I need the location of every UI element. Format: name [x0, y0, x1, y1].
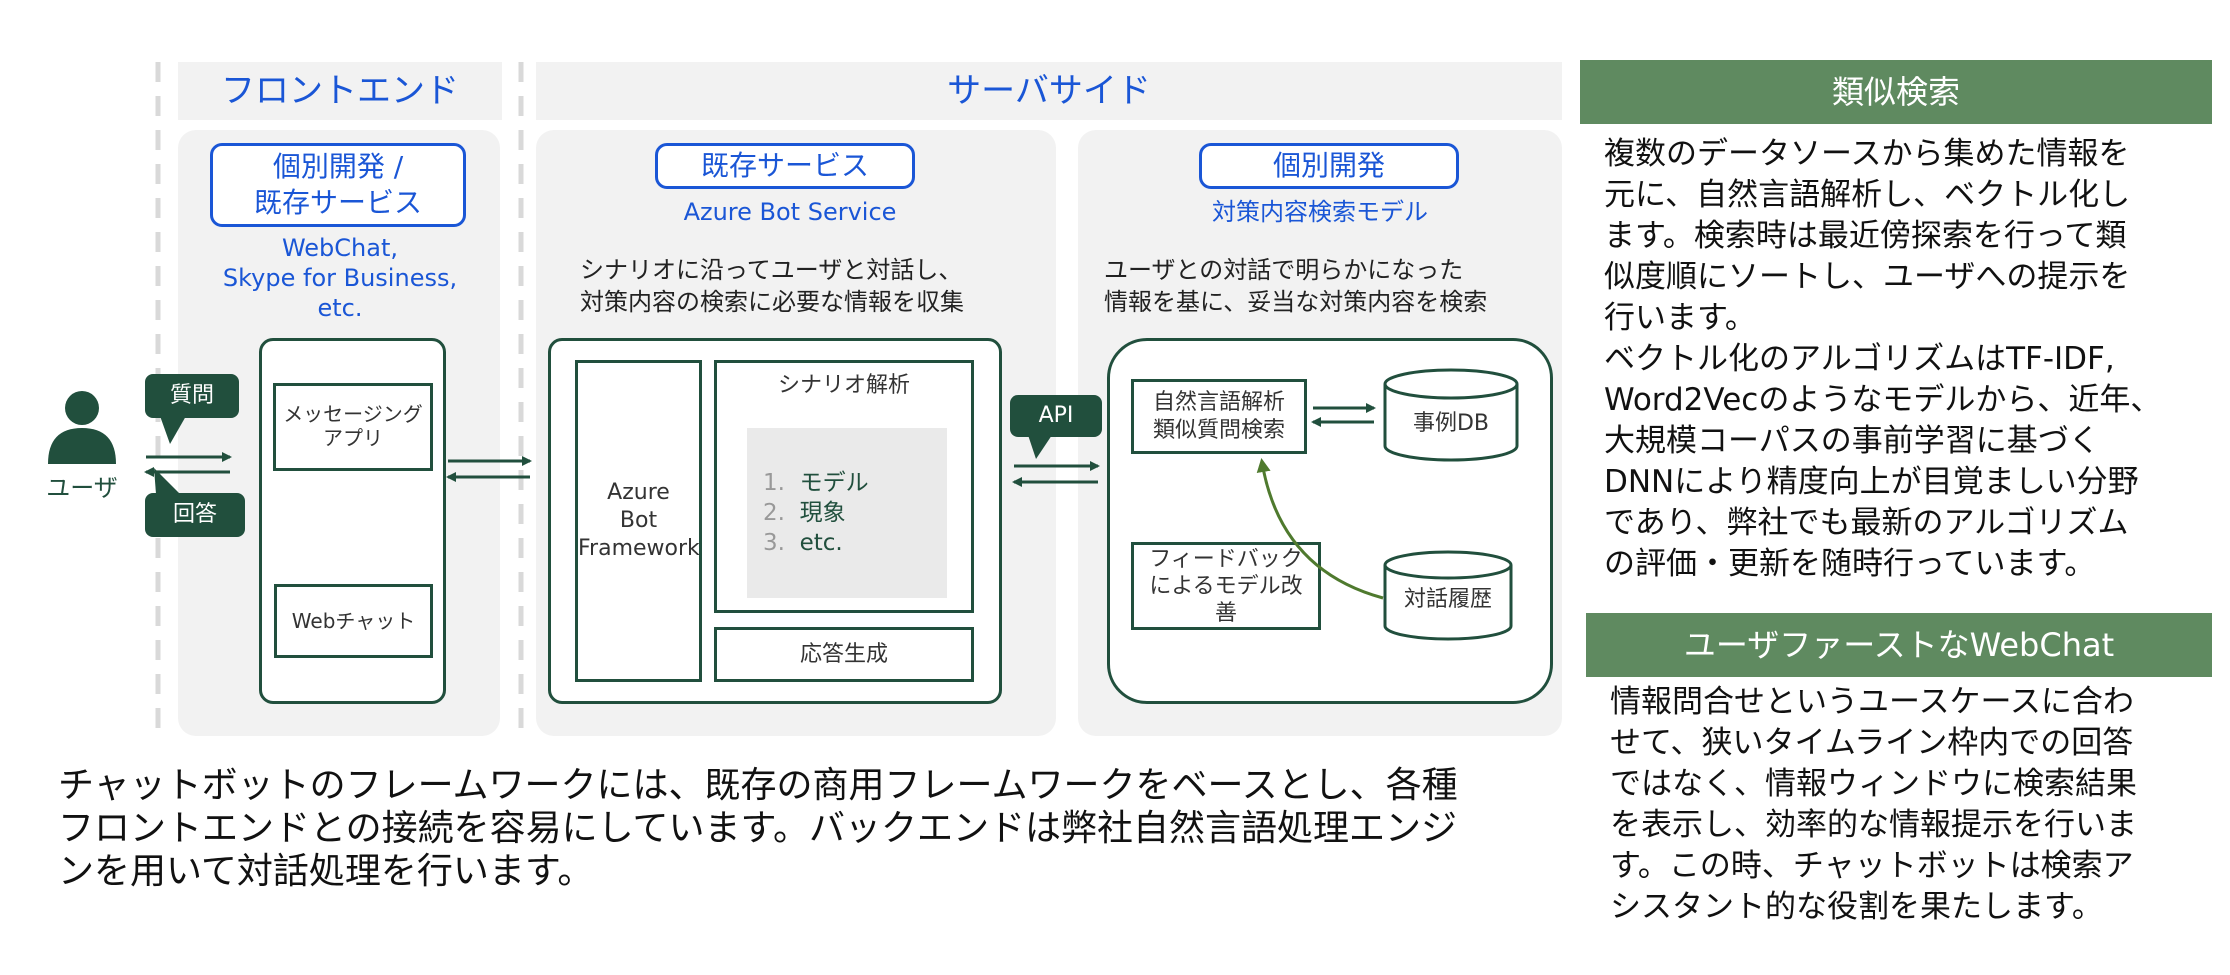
frontend-type-box: 個別開発 / 既存サービス: [210, 143, 466, 227]
bot-desc-line1: シナリオに沿ってユーザと対話し、: [580, 256, 963, 284]
response-label: 応答生成: [799, 642, 888, 667]
similar-line: 複数のデータソースから集めた情報を: [1604, 136, 2130, 172]
feedback-line2: によるモデル改: [1149, 574, 1303, 599]
similar-line: 元に、自然言語解析し、ベクトル化し: [1604, 177, 2131, 213]
similar-line: 大規模コーパスの事前学習に基づく: [1604, 423, 2100, 459]
search-desc-line2: 情報を基に、妥当な対策内容を検索: [1104, 288, 1488, 316]
webchat-label: Webチャット: [291, 609, 416, 633]
api-bubble: API: [1010, 395, 1102, 437]
bot-description: シナリオに沿ってユーザと対話し、 対策内容の検索に必要な情報を収集: [580, 254, 1040, 318]
scenario-list: 1. モデル 2. 現象 3. etc.: [747, 428, 947, 598]
similar-line: 似度順にソートし、ユーザへの提示を: [1604, 259, 2131, 295]
similar-line: であり、弊社でも最新のアルゴリズム: [1604, 505, 2129, 541]
similar-line: 行います。: [1604, 300, 1756, 336]
search-desc-line1: ユーザとの対話で明らかになった: [1104, 256, 1464, 284]
frontend-header: フロントエンド: [178, 62, 502, 120]
webchat-line: 情報問合せというユースケースに合わ: [1610, 684, 2134, 720]
bottom-description: チャットボットのフレームワークには、既存の商用フレームワークをベースとし、各種 …: [58, 764, 1578, 893]
similar-search-header: 類似検索: [1580, 60, 2212, 124]
product-etc: etc.: [317, 294, 363, 322]
similar-line: ベクトル化のアルゴリズムはTF-IDF,: [1604, 341, 2115, 377]
webchat-line: す。この時、チャットボットは検索ア: [1610, 848, 2134, 884]
scenario-item-3: 3. etc.: [763, 530, 843, 556]
webchat-line: を表示し、効率的な情報提示を行いま: [1610, 807, 2137, 843]
webchat-line: シスタント的な役割を果たします。: [1610, 889, 2103, 925]
webchat-line: せて、狭いタイムライン枠内での回答: [1610, 725, 2134, 761]
similar-line: Word2Vecのようなモデルから、近年、: [1604, 382, 2162, 418]
custom-dev-box: 個別開発: [1199, 143, 1459, 189]
question-bubble-tail: [160, 416, 186, 444]
bottom-line2: フロントエンドとの接続を容易にしています。バックエンドは弊社自然言語処理エンジ: [58, 808, 1457, 849]
search-description: ユーザとの対話で明らかになった 情報を基に、妥当な対策内容を検索: [1104, 254, 1564, 318]
feedback-box: フィードバック によるモデル改 善: [1131, 542, 1321, 630]
dialogue-history-cylinder-icon: [1383, 550, 1513, 641]
nlp-line1: 自然言語解析: [1152, 390, 1285, 415]
similar-line: の評価・更新を随時行っています。: [1604, 546, 2096, 582]
scenario-title: シナリオ解析: [777, 373, 910, 398]
case-db-label: 事例DB: [1412, 411, 1490, 436]
similar-line: ます。検索時は最近傍探索を行って類: [1604, 218, 2127, 254]
bottom-line3: ンを用いて対話処理を行います。: [58, 851, 594, 892]
framework-line1: Azure: [607, 480, 670, 505]
feedback-line1: フィードバック: [1149, 547, 1303, 572]
messaging-app-line1: メッセージング: [283, 402, 423, 426]
response-generation-box: 応答生成: [714, 627, 974, 682]
azure-bot-service-label: Azure Bot Service: [683, 198, 897, 226]
webchat-line: ではなく、情報ウィンドウに検索結果: [1610, 766, 2137, 802]
scenario-item-2: 2. 現象: [763, 500, 846, 526]
nlp-line2: 類似質問検索: [1152, 418, 1285, 443]
user-icon: [48, 391, 116, 464]
answer-bubble-tail: [154, 468, 180, 494]
framework-line2: Bot: [619, 508, 658, 533]
frontend-type-line2: 既存サービス: [253, 186, 422, 219]
answer-bubble: 回答: [145, 493, 245, 537]
bot-framework-box: Azure Bot Framework: [575, 360, 702, 682]
nlp-search-box: 自然言語解析 類似質問検索: [1131, 379, 1307, 454]
bottom-line1: チャットボットのフレームワークには、既存の商用フレームワークをベースとし、各種: [58, 765, 1458, 806]
search-model-label: 対策内容検索モデル: [1212, 198, 1428, 226]
similar-line: DNNにより精度向上が目覚ましい分野: [1604, 464, 2139, 500]
question-bubble: 質問: [145, 374, 239, 418]
webchat-header: ユーザファーストなWebChat: [1586, 613, 2212, 677]
webchat-box: Webチャット: [274, 584, 433, 658]
similar-search-text: 複数のデータソースから集めた情報を 元に、自然言語解析し、ベクトル化し ます。検…: [1604, 134, 2224, 585]
feedback-line3: 善: [1214, 601, 1237, 626]
messaging-app-line2: アプリ: [323, 426, 383, 450]
bot-desc-line2: 対策内容の検索に必要な情報を収集: [580, 288, 964, 316]
user-label: ユーザ: [46, 474, 118, 502]
existing-service-box: 既存サービス: [655, 143, 915, 189]
product-skype: Skype for Business,: [222, 264, 458, 292]
feedback-curve-arrow: [1256, 458, 1384, 600]
messaging-app-box: メッセージング アプリ: [273, 383, 433, 471]
framework-line3: Framework: [578, 536, 700, 561]
case-db-cylinder-icon: [1383, 368, 1519, 462]
product-webchat: WebChat,: [281, 234, 399, 262]
api-bubble-tail: [1028, 435, 1052, 459]
frontend-type-line1: 個別開発 /: [272, 150, 404, 183]
scenario-item-1: 1. モデル: [763, 470, 869, 496]
webchat-text: 情報問合せというユースケースに合わ せて、狭いタイムライン枠内での回答 ではなく…: [1610, 682, 2224, 928]
scenario-analysis-box: シナリオ解析 1. モデル 2. 現象 3. etc.: [714, 360, 974, 613]
dialogue-history-label: 対話履歴: [1403, 587, 1492, 612]
serverside-header: サーバサイド: [536, 62, 1562, 120]
frontend-products: WebChat, Skype for Business, etc.: [190, 233, 490, 323]
